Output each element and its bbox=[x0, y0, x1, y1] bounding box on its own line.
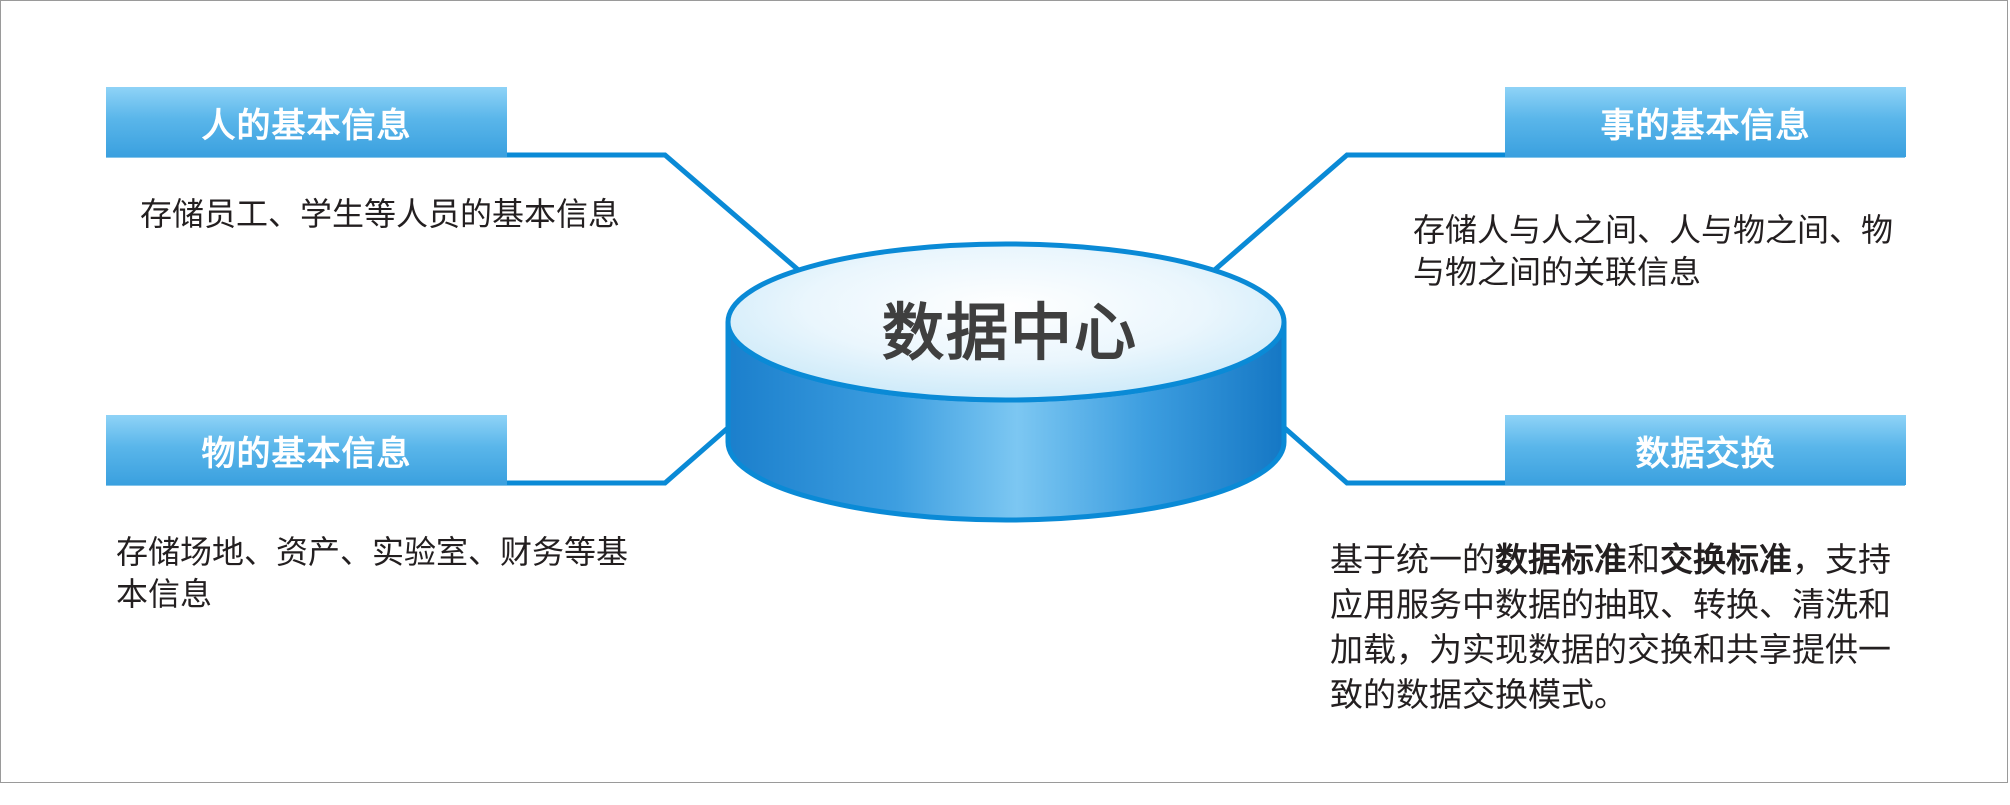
data-exchange-desc: 基于统一的数据标准和交换标准，支持应用服务中数据的抽取、转换、清洗和加载，为实现… bbox=[1330, 537, 1920, 717]
event-info-title: 事的基本信息 bbox=[1505, 87, 1906, 157]
data-center-title: 数据中心 bbox=[881, 296, 1138, 369]
outer-frame bbox=[0, 0, 2008, 783]
data-exchange-title: 数据交换 bbox=[1505, 415, 1906, 485]
desc-text: 基于统一的 bbox=[1330, 540, 1495, 579]
person-info-title: 人的基本信息 bbox=[106, 87, 507, 157]
desc-bold-text: 数据标准 bbox=[1495, 540, 1627, 579]
desc-text: ，支持应用服务中数据的抽取、转换、清洗和加载，为实现数据的交换和共享提供一致的数… bbox=[1330, 540, 1891, 714]
object-info-desc: 存储场地、资产、实验室、财务等基本信息 bbox=[116, 533, 629, 613]
person-info-desc: 存储员工、学生等人员的基本信息 bbox=[140, 195, 621, 233]
cylinder-top bbox=[725, 241, 1287, 403]
object-info-title: 物的基本信息 bbox=[106, 415, 507, 485]
event-info-desc: 存储人与人之间、人与物之间、物与物之间的关联信息 bbox=[1413, 211, 1894, 291]
database-cylinder bbox=[725, 241, 1287, 523]
desc-bold-text: 交换标准 bbox=[1660, 540, 1792, 579]
desc-text: 和 bbox=[1627, 540, 1660, 579]
